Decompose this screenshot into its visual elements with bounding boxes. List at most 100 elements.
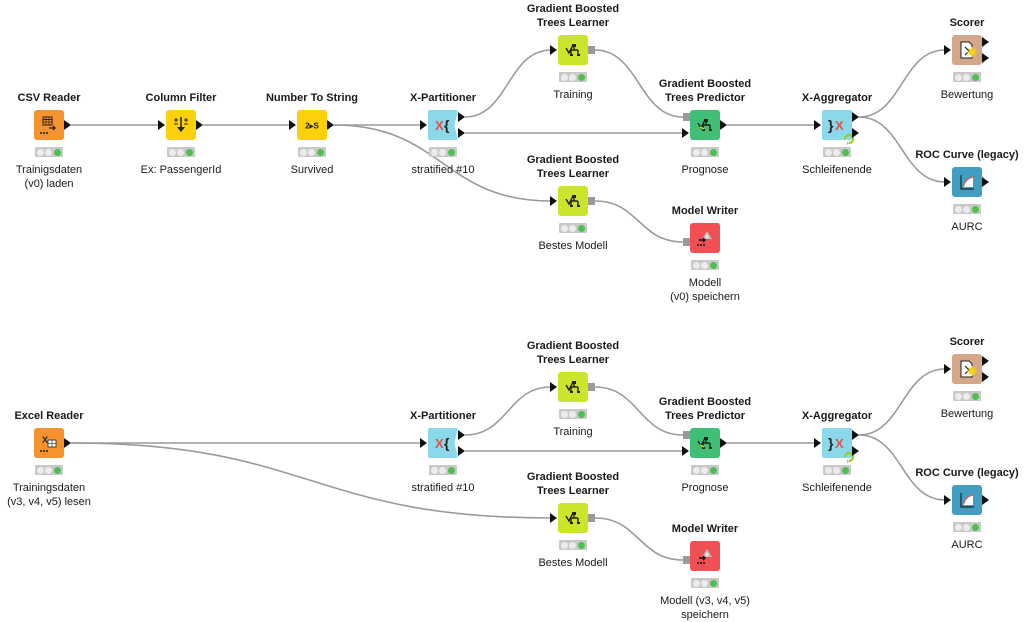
node-scorer-box[interactable]	[952, 35, 982, 65]
node-annotation[interactable]: Modell (v0) speichern	[670, 277, 740, 303]
node-title[interactable]: ROC Curve (legacy)	[915, 149, 1019, 161]
input-port-data[interactable]	[420, 438, 427, 448]
node-annotation[interactable]: Bestes Modell	[538, 240, 608, 252]
node-loop-box[interactable]: }X	[822, 110, 852, 140]
output-port-data[interactable]	[852, 446, 859, 456]
node-writer-box[interactable]	[690, 541, 720, 571]
node-annotation[interactable]: Modell (v3, v4, v5) speichern	[660, 595, 750, 621]
output-port-data[interactable]	[982, 495, 989, 505]
node-annotation[interactable]: Ex: PassengerId	[140, 164, 222, 176]
input-port-model[interactable]	[683, 556, 690, 564]
node-title[interactable]: Model Writer	[671, 523, 739, 535]
node-title[interactable]: X-Partitioner	[409, 92, 476, 104]
node-title[interactable]: Number To String	[265, 92, 359, 104]
input-port-data[interactable]	[944, 495, 951, 505]
input-port-data[interactable]	[944, 45, 951, 55]
node-title[interactable]: Scorer	[949, 336, 985, 348]
output-port-data[interactable]	[196, 120, 203, 130]
node-annotation[interactable]: Trainigsdaten (v0) laden	[15, 164, 83, 190]
node-annotation[interactable]: AURC	[951, 221, 983, 233]
node-annotation[interactable]: Training	[553, 426, 593, 438]
node-annotation[interactable]: Prognose	[681, 482, 729, 494]
output-port-model[interactable]	[588, 46, 595, 54]
input-port-data[interactable]	[814, 438, 821, 448]
input-port-model[interactable]	[683, 238, 690, 246]
node-title[interactable]: Gradient Boosted Trees Learner	[526, 154, 620, 180]
input-port-data[interactable]	[420, 120, 427, 130]
node-annotation[interactable]: Schleifenende	[802, 164, 872, 176]
node-learner-box[interactable]	[558, 186, 588, 216]
output-port-data[interactable]	[982, 356, 989, 366]
output-port-data[interactable]	[852, 430, 859, 440]
node-title[interactable]: Gradient Boosted Trees Learner	[526, 471, 620, 497]
node-predictor-box[interactable]	[690, 428, 720, 458]
output-port-data[interactable]	[458, 128, 465, 138]
input-port-data[interactable]	[158, 120, 165, 130]
node-annotation[interactable]: Training	[553, 89, 593, 101]
node-title[interactable]: X-Partitioner	[409, 410, 476, 422]
node-title[interactable]: Scorer	[949, 17, 985, 29]
output-port-data[interactable]	[982, 37, 989, 47]
node-annotation[interactable]: stratified #10	[411, 482, 475, 494]
output-port-data[interactable]	[64, 120, 71, 130]
input-port-data[interactable]	[682, 446, 689, 456]
node-reader-box[interactable]	[34, 110, 64, 140]
node-loop-box[interactable]: X{	[428, 110, 458, 140]
output-port-model[interactable]	[588, 197, 595, 205]
node-predictor-box[interactable]	[690, 110, 720, 140]
node-title[interactable]: Gradient Boosted Trees Learner	[526, 340, 620, 366]
output-port-data[interactable]	[458, 112, 465, 122]
node-visualizer-box[interactable]	[952, 485, 982, 515]
node-annotation[interactable]: Bewertung	[940, 89, 994, 101]
node-annotation[interactable]: AURC	[951, 539, 983, 551]
connection-top-xagg-to-scorer[interactable]	[858, 49, 946, 118]
node-reader-box[interactable]: X	[34, 428, 64, 458]
node-title[interactable]: X-Aggregator	[801, 92, 873, 104]
output-port-model[interactable]	[588, 514, 595, 522]
output-port-data[interactable]	[64, 438, 71, 448]
node-scorer-box[interactable]	[952, 354, 982, 384]
node-title[interactable]: Column Filter	[145, 92, 217, 104]
output-port-data[interactable]	[458, 430, 465, 440]
input-port-data[interactable]	[944, 177, 951, 187]
node-title[interactable]: Excel Reader	[14, 410, 84, 422]
input-port-data[interactable]	[814, 120, 821, 130]
node-title[interactable]: Gradient Boosted Trees Predictor	[658, 396, 752, 422]
node-annotation[interactable]: Prognose	[681, 164, 729, 176]
node-annotation[interactable]: Trainingsdaten (v3, v4, v5) lesen	[7, 482, 91, 508]
output-port-data[interactable]	[720, 438, 727, 448]
connection-top-xpart-to-learner1[interactable]	[464, 49, 552, 118]
node-title[interactable]: Model Writer	[671, 205, 739, 217]
output-port-data[interactable]	[720, 120, 727, 130]
connection-bottom-xagg-to-scorer[interactable]	[858, 368, 946, 436]
node-annotation[interactable]: Bewertung	[940, 408, 994, 420]
node-annotation[interactable]: stratified #10	[411, 164, 475, 176]
input-port-data[interactable]	[550, 196, 557, 206]
input-port-data[interactable]	[944, 364, 951, 374]
node-title[interactable]: Gradient Boosted Trees Predictor	[658, 78, 752, 104]
output-port-data[interactable]	[327, 120, 334, 130]
node-learner-box[interactable]	[558, 372, 588, 402]
node-manipulator-box[interactable]: 2▸S	[297, 110, 327, 140]
node-annotation[interactable]: Survived	[290, 164, 334, 176]
input-port-data[interactable]	[682, 128, 689, 138]
node-visualizer-box[interactable]	[952, 167, 982, 197]
input-port-data[interactable]	[550, 382, 557, 392]
node-title[interactable]: CSV Reader	[17, 92, 81, 104]
node-title[interactable]: Gradient Boosted Trees Learner	[526, 3, 620, 29]
input-port-data[interactable]	[550, 45, 557, 55]
node-annotation[interactable]: Bestes Modell	[538, 557, 608, 569]
input-port-model[interactable]	[683, 431, 690, 439]
input-port-data[interactable]	[289, 120, 296, 130]
output-port-data[interactable]	[982, 372, 989, 382]
output-port-data[interactable]	[458, 446, 465, 456]
node-writer-box[interactable]	[690, 223, 720, 253]
input-port-model[interactable]	[683, 113, 690, 121]
node-title[interactable]: X-Aggregator	[801, 410, 873, 422]
output-port-model[interactable]	[588, 383, 595, 391]
output-port-data[interactable]	[982, 177, 989, 187]
output-port-data[interactable]	[982, 53, 989, 63]
node-learner-box[interactable]	[558, 35, 588, 65]
node-loop-box[interactable]: X{	[428, 428, 458, 458]
